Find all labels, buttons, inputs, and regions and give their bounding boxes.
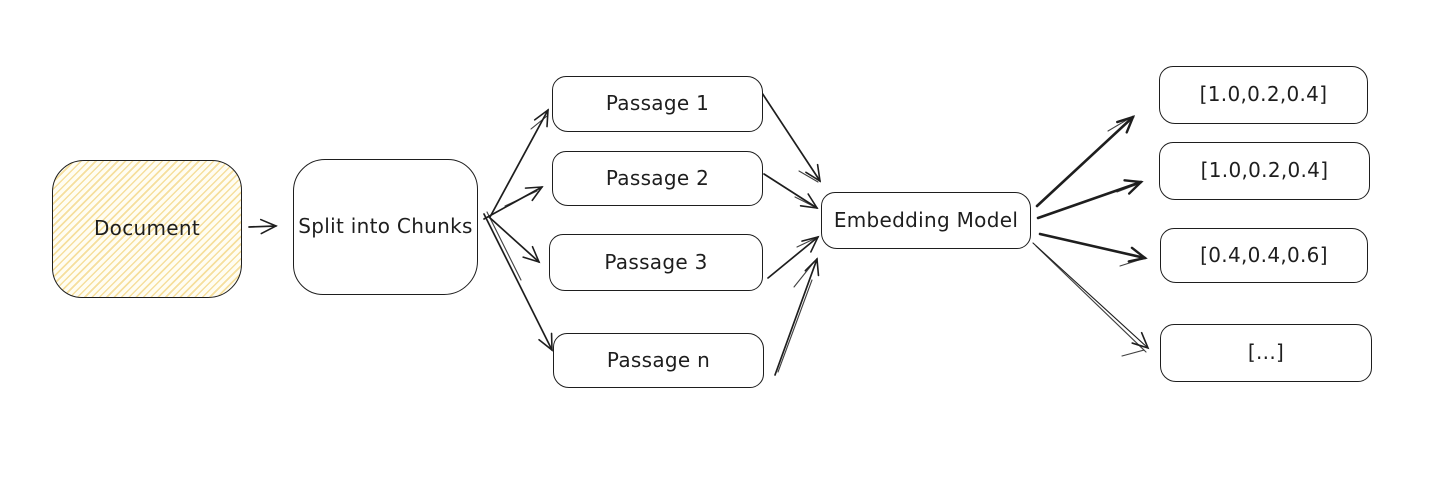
sketch-stroke	[1119, 258, 1143, 267]
node-split-label: Split into Chunks	[298, 214, 473, 238]
node-vector-1-label: [1.0,0.2,0.4]	[1199, 82, 1328, 106]
edge-document-to-split	[248, 218, 278, 235]
node-passage-n-label: Passage n	[606, 347, 711, 372]
node-passage-1-label: Passage 1	[605, 91, 710, 115]
node-embedding-model: Embedding Model	[821, 192, 1031, 249]
edge-passage-2-to-embedding	[763, 173, 819, 210]
sketch-stroke	[793, 261, 815, 288]
sketch-stroke	[794, 196, 816, 208]
node-document: Document	[52, 160, 242, 298]
sketch-stroke	[1035, 245, 1147, 353]
edge-split-to-passage-1	[489, 108, 549, 218]
node-passage-2-label: Passage 2	[605, 165, 710, 190]
sketch-stroke	[1116, 183, 1139, 193]
edge-embedding-to-vector-4	[1032, 242, 1150, 350]
node-embedding-label: Embedding Model	[833, 207, 1019, 232]
sketch-stroke	[777, 279, 813, 373]
edge-embedding-to-vector-1	[1035, 115, 1136, 208]
sketch-stroke	[796, 237, 817, 248]
sketch-stroke	[1107, 117, 1131, 132]
edge-embedding-to-vector-3	[1038, 232, 1148, 263]
sketch-stroke	[1121, 349, 1145, 357]
edge-embedding-to-vector-2	[1036, 179, 1144, 220]
node-passage-3-label: Passage 3	[604, 249, 708, 274]
edge-passage-3-to-embedding	[767, 235, 820, 279]
node-vector-2: [1.0,0.2,0.4]	[1159, 142, 1370, 200]
edge-passage-n-to-embedding	[774, 257, 820, 376]
node-document-label: Document	[93, 216, 200, 240]
sketch-stroke	[798, 170, 819, 183]
node-vector-3-label: [0.4,0.4,0.6]	[1200, 242, 1328, 267]
node-vector-2-label: [1.0,0.2,0.4]	[1200, 158, 1329, 182]
edge-passage-1-to-embedding	[761, 92, 822, 183]
node-passage-n: Passage n	[553, 333, 764, 388]
node-passage-2: Passage 2	[552, 151, 763, 206]
edge-split-to-passage-2	[483, 186, 544, 220]
node-vector-1: [1.0,0.2,0.4]	[1159, 66, 1368, 124]
node-passage-3: Passage 3	[549, 234, 763, 291]
node-passage-1: Passage 1	[552, 76, 763, 132]
sketch-stroke	[486, 211, 522, 281]
node-vector-4: [...]	[1160, 324, 1372, 382]
sketch-stroke	[504, 190, 538, 207]
edge-split-to-passage-3	[488, 216, 541, 264]
node-split-into-chunks: Split into Chunks	[293, 159, 478, 295]
node-vector-4-label: [...]	[1247, 340, 1285, 364]
edge-split-to-passage-n	[483, 213, 553, 352]
sketch-stroke	[530, 115, 548, 130]
node-vector-3: [0.4,0.4,0.6]	[1160, 228, 1368, 283]
